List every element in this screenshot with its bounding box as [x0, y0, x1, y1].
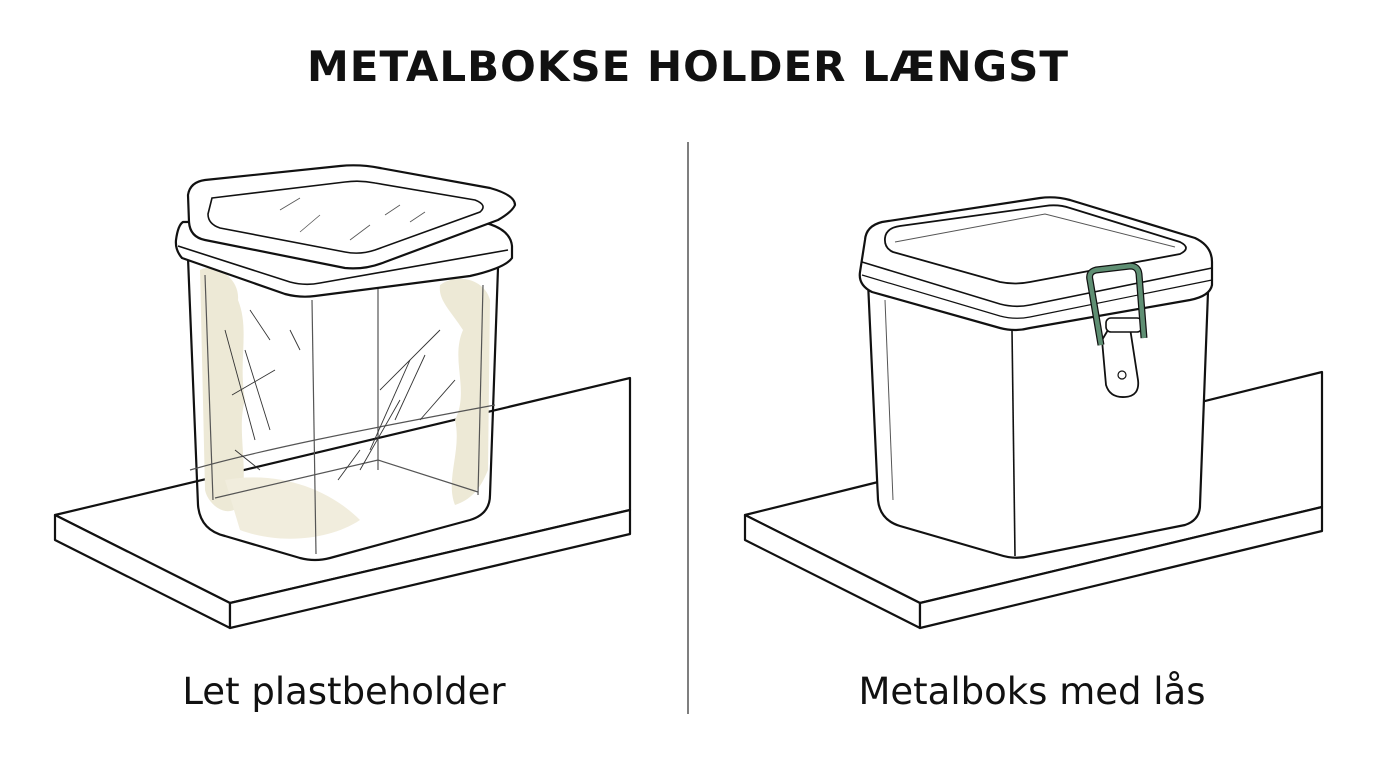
- latch-plate: [1101, 327, 1140, 398]
- container-body: [186, 257, 500, 562]
- caption-metal-box: Metalboks med lås: [858, 670, 1206, 713]
- latch: [1086, 262, 1148, 398]
- caption-plastic-container: Let plastbeholder: [182, 670, 506, 713]
- stain-bottom: [225, 477, 360, 539]
- metal-box: [858, 196, 1214, 559]
- left-shelf: [53, 376, 632, 630]
- plastic-container: [174, 164, 517, 562]
- scratches: [224, 309, 456, 481]
- stain-left: [200, 267, 245, 512]
- page-title: METALBOKSE HOLDER LÆNGST: [307, 42, 1069, 91]
- stain-right: [439, 278, 490, 505]
